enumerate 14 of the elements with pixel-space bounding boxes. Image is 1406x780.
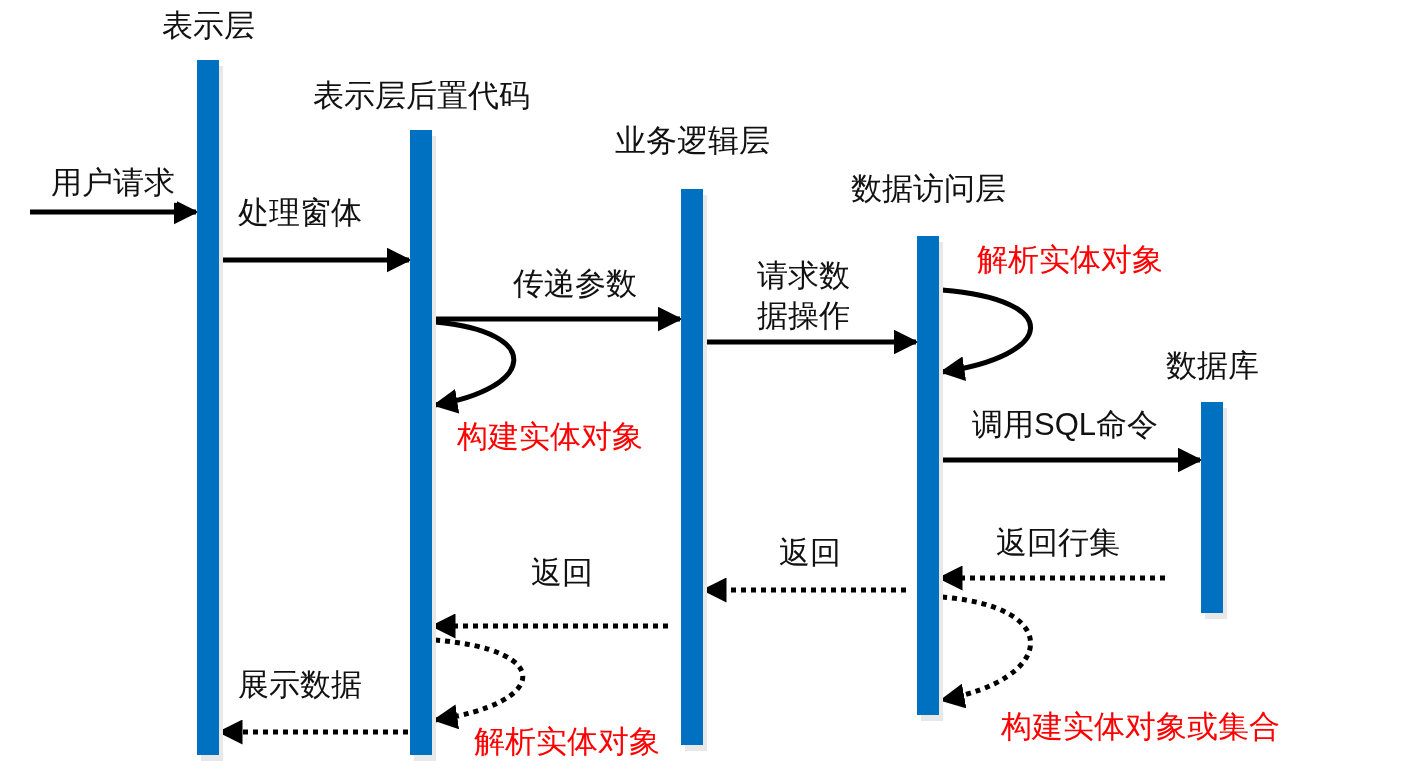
edge-label: 解析实体对象 — [976, 240, 1164, 279]
lifeline-title: 业务逻辑层 — [614, 122, 770, 160]
edge-label: 构建实体对象 — [456, 417, 644, 456]
arrow — [433, 306, 683, 332]
edge-label: 构建实体对象或集合 — [999, 707, 1281, 746]
arrow — [30, 199, 199, 225]
lifeline-title: 表示层 — [161, 7, 255, 45]
arrow — [940, 447, 1203, 473]
lifeline-title: 数据访问层 — [850, 170, 1006, 208]
arrow — [704, 329, 919, 355]
arrow — [220, 247, 412, 273]
edge-label: 解析实体对象 — [473, 722, 661, 761]
lifeline-title: 表示层后置代码 — [312, 77, 530, 115]
lifeline-title: 数据库 — [1165, 347, 1259, 385]
